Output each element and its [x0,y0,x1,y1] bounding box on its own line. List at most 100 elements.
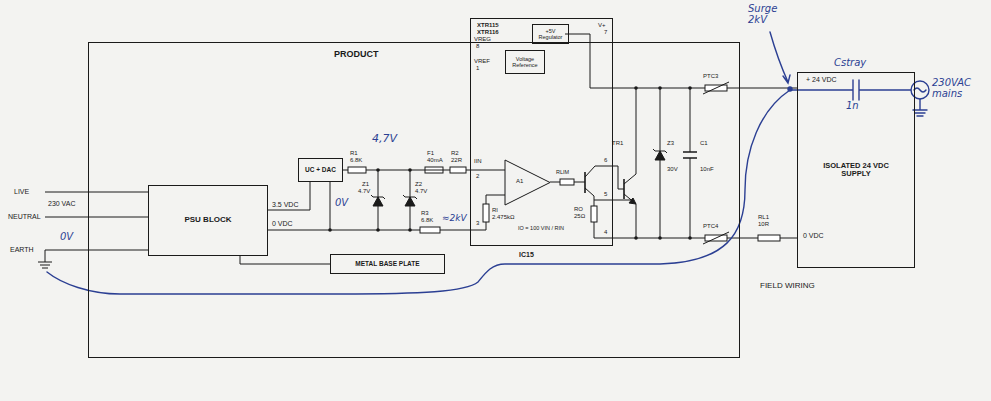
part-label: PTC3 [703,73,718,79]
part-label: VREF [474,58,490,64]
part-label: RLIM [556,170,569,176]
node-box: XTR115 XTR116IC15+5V RegulatorVoltage Re… [470,18,613,246]
zener-bar [403,195,417,199]
part-label: EARTH [10,246,34,253]
part-label: 7 [604,29,607,35]
handwritten-note: 230VAC mains [932,78,978,99]
node-box: PRODUCT PSU BLOCK UC + DAC METAL BASE PLATE… [88,42,740,358]
part-label: FIELD WIRING [760,282,815,290]
zener-symbols [371,149,667,206]
zener-symbol [405,197,415,206]
opamp-symbol [505,160,550,205]
part-label: VREG [474,36,491,42]
handwritten-note: Cstray [834,58,866,69]
fuse-symbol [425,167,443,173]
emitter-arrow [629,198,636,204]
handwritten-note: 4,7V [372,133,397,145]
handwritten-note: ≈2kV [442,214,467,223]
part-label: LIVE [14,188,29,195]
part-label: 3 [476,220,479,226]
resistor-symbol [591,206,597,222]
node-text: UC + DAC [305,166,336,173]
surge-arrow [770,32,790,83]
part-label: 4 [604,229,607,235]
part-label: V+ [598,22,606,28]
junction-dot [376,228,380,232]
part-label: 6.8K [350,157,362,163]
resistor-symbol [758,235,780,241]
handwritten-note: 0V [60,232,73,243]
part-label: C1 [700,140,708,146]
part-label: 3.5 VDC [272,201,298,208]
part-label: 30V [667,166,678,172]
part-label: R3 [421,210,429,216]
mains-wires [45,192,148,250]
fuse-line [425,170,443,171]
node-text: PRODUCT [334,50,379,60]
wire-line [268,182,310,210]
part-label: IO = 100 VIN / RIN [518,226,564,232]
zener-bar [371,195,385,199]
part-label: TR1 [612,140,623,146]
node-text: METAL BASE PLATE [355,260,419,267]
resistor-symbol [348,167,366,173]
part-label: PTC4 [703,223,718,229]
zener-wires [378,170,410,230]
part-label: 10nF [700,166,714,172]
node-box: Voltage Reference [505,50,545,74]
part-label: 2 [476,173,479,179]
junction-dot [788,87,792,91]
handwritten-note: Surge 2kV [748,4,784,25]
part-label: 6 [604,157,607,163]
node-text: IC15 [519,251,534,259]
part-label: 230 VAC [48,200,76,207]
mains-source [911,81,929,99]
part-label: 0 VDC [272,220,293,227]
resistor-symbols [348,82,780,244]
resistor-symbol [560,179,574,185]
part-label: + 24 VDC [806,76,837,83]
part-label: 25Ω [574,213,585,219]
part-label: 5 [604,191,607,197]
pin2-wire [470,170,505,171]
junction-dot [376,168,380,172]
junction-dot [688,236,692,240]
ptc-diagonal [703,232,729,244]
part-label: 0 VDC [803,232,824,239]
junction-dots [328,86,692,240]
node-box: PSU BLOCK [148,185,268,256]
junction-dot [408,168,412,172]
handwritten-note: 0V [335,198,348,209]
node-text: PSU BLOCK [184,216,231,225]
wire-line [240,256,330,264]
part-label: R1 [350,150,358,156]
part-label: R2 [451,150,459,156]
part-label: Z2 [415,181,422,187]
part-label: Z1 [362,181,369,187]
junction-dot [328,228,332,232]
part-label: 6.8K [421,217,433,223]
part-label: 1 [476,65,479,71]
resistor-symbol [483,204,489,222]
wire [240,256,330,264]
zener-symbol [655,151,665,160]
junction-dot [634,236,638,240]
junction-dot [408,228,412,232]
junction-dot [658,236,662,240]
source-tilde [914,88,926,92]
internal-wires [550,34,613,238]
wiring [38,34,697,268]
surge-path [47,90,790,294]
node-text: +5V Regulator [535,28,566,40]
earth-symbol [38,250,52,268]
node-text: ISOLATED 24 VDC SUPPLY [820,162,892,179]
resistor-symbol [420,227,440,233]
part-label: 2.475kΩ [492,214,515,220]
part-label: 4.7V [358,188,370,194]
part-label: NEUTRAL [8,213,41,220]
part-label: IIN [474,158,482,164]
node-box: METAL BASE PLATE [330,254,445,274]
part-label: 4.7V [415,188,427,194]
wire [268,182,310,210]
part-label: 10R [758,221,769,227]
